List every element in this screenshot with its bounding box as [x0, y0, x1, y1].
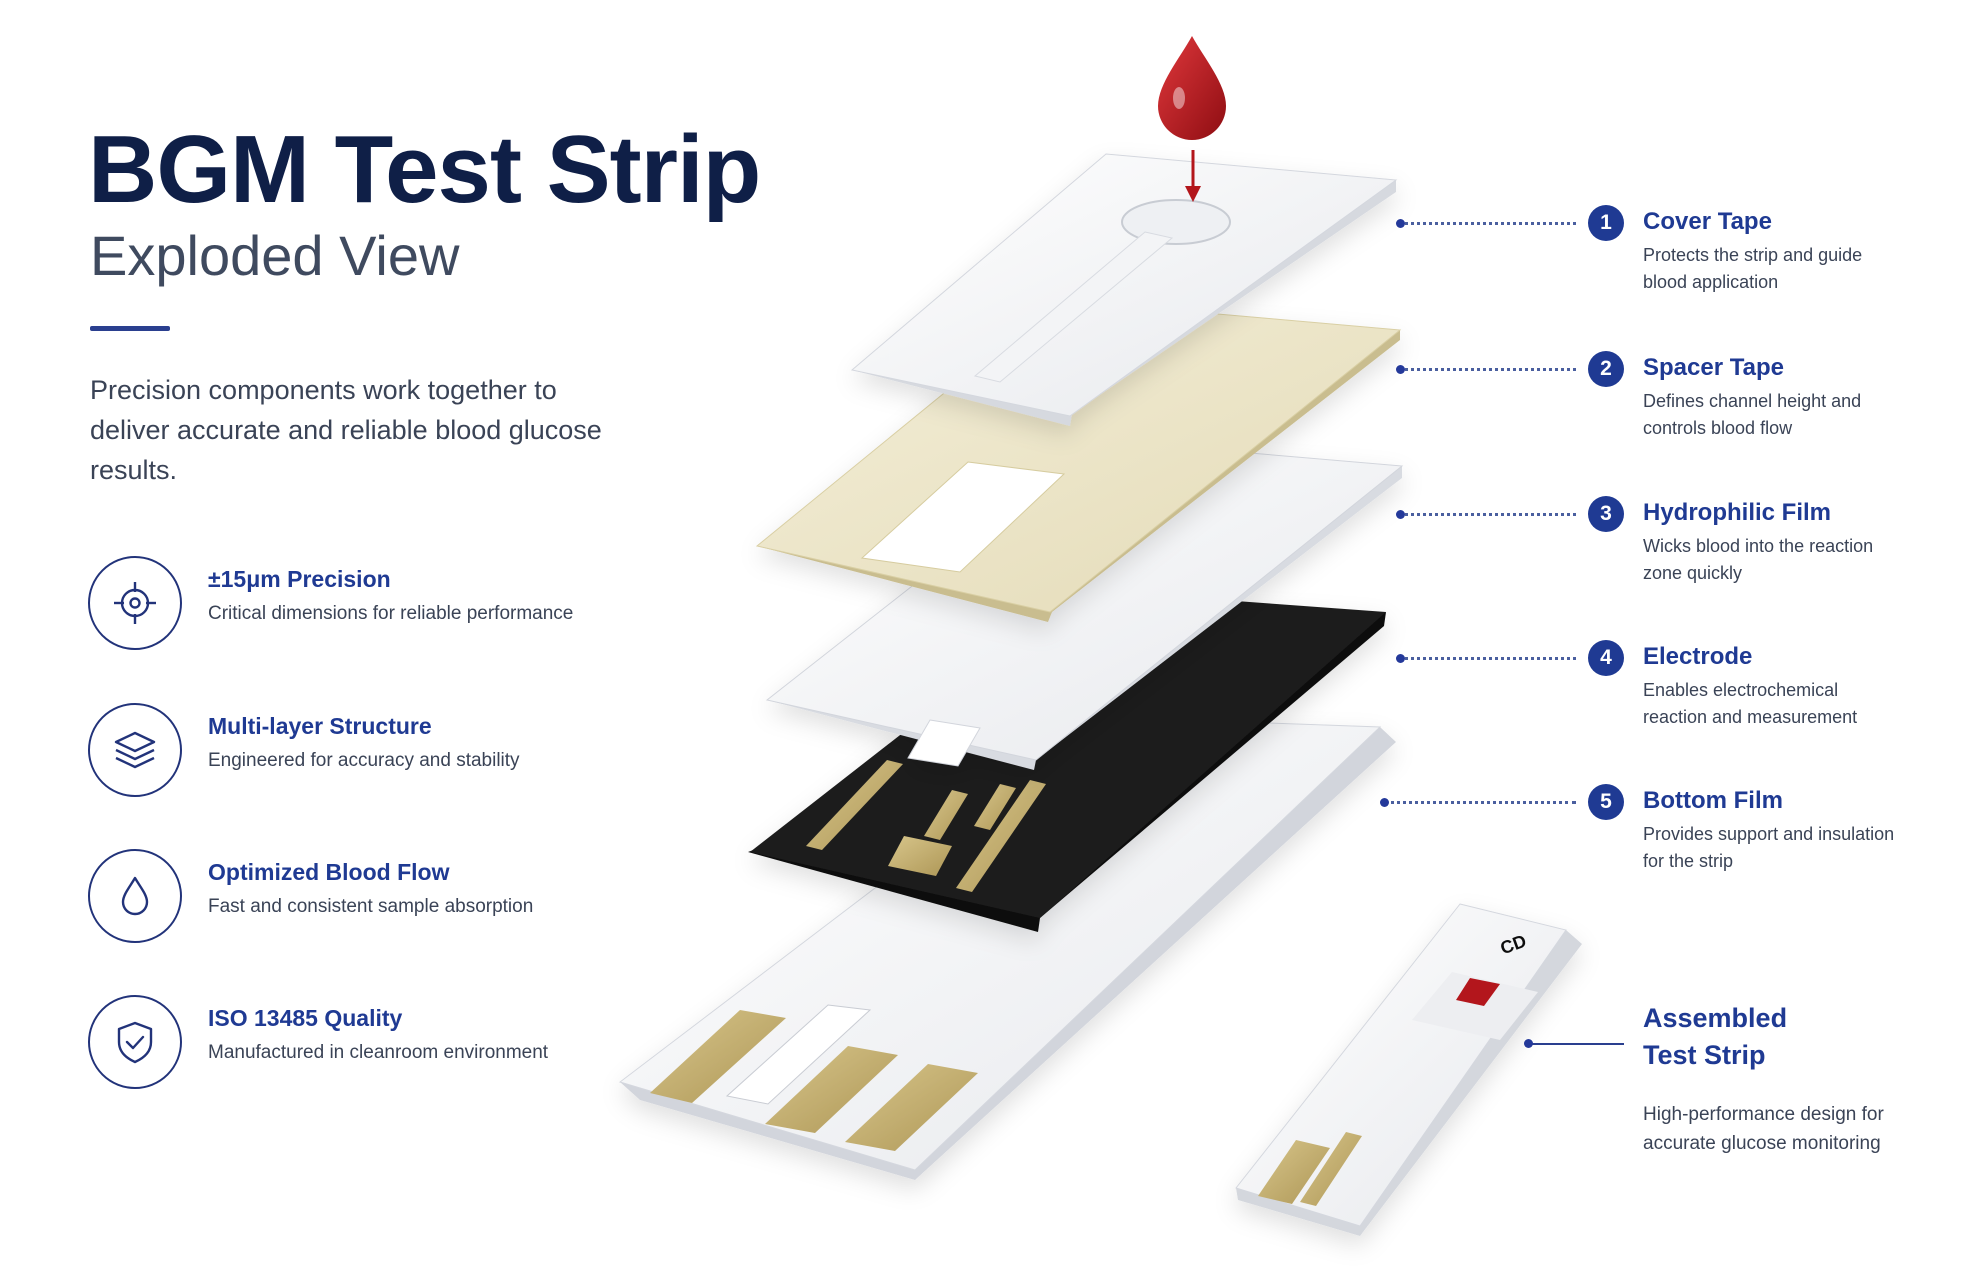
callout-hydrophilic-film: 3 Hydrophilic Film Wicks blood into the …: [1396, 493, 1920, 593]
feature-description: Fast and consistent sample absorption: [208, 896, 534, 917]
layer-description: Defines channel height and controls bloo…: [1643, 391, 1862, 438]
target-crosshair-icon: [88, 556, 182, 650]
assembled-title: Assembled Test Strip: [1643, 1003, 1788, 1070]
feature-description: Manufactured in cleanroom environment: [208, 1042, 549, 1063]
electrode-layer: [748, 590, 1386, 932]
blood-drop-icon: [1158, 36, 1226, 140]
layer-number-badge: 1: [1588, 205, 1624, 241]
callout-bottom-film: 5 Bottom Film Provides support and insul…: [1380, 781, 1904, 881]
feature-title: ISO 13485 Quality: [208, 1005, 403, 1031]
spacer-tape-layer: [755, 299, 1402, 622]
leader-dot: [1396, 510, 1405, 519]
shield-check-icon: [88, 995, 182, 1089]
feature-blood-flow: Optimized Blood Flow Fast and consistent…: [88, 849, 608, 949]
bottom-film-layer: [618, 716, 1396, 1180]
leader-dot: [1380, 798, 1389, 807]
intro-text: Precision components work together to de…: [90, 375, 602, 485]
feature-title: ±15μm Precision: [208, 566, 391, 592]
layer-description: Protects the strip and guide blood appli…: [1643, 245, 1863, 292]
callout-cover-tape: 1 Cover Tape Protects the strip and guid…: [1396, 202, 1920, 302]
assembled-description: High-performance design for accurate glu…: [1643, 1104, 1884, 1154]
feature-precision: ±15μm Precision Critical dimensions for …: [88, 556, 608, 656]
callout-electrode: 4 Electrode Enables electrochemical reac…: [1396, 637, 1920, 737]
droplet-icon: [88, 849, 182, 943]
leader-line: [1400, 222, 1576, 225]
feature-title: Multi-layer Structure: [208, 713, 432, 739]
layer-title: Hydrophilic Film: [1643, 499, 1832, 526]
feature-description: Critical dimensions for reliable perform…: [208, 603, 574, 624]
cover-tape-layer: [850, 153, 1398, 426]
feature-title: Optimized Blood Flow: [208, 859, 450, 885]
leader-line: [1400, 513, 1576, 516]
layers-icon: [88, 703, 182, 797]
leader-line: [1400, 657, 1576, 660]
leader-dot: [1396, 654, 1405, 663]
callout-assembled-strip: Assembled Test Strip High-performance de…: [1643, 1000, 1981, 1158]
layer-title: Bottom Film: [1643, 787, 1783, 814]
page-title: BGM Test Strip: [88, 116, 761, 223]
layer-description: Provides support and insulation for the …: [1643, 824, 1895, 871]
callout-spacer-tape: 2 Spacer Tape Defines channel height and…: [1396, 348, 1920, 448]
feature-description: Engineered for accuracy and stability: [208, 750, 520, 771]
page-subtitle: Exploded View: [90, 224, 460, 287]
blood-application-arrow: [1185, 150, 1201, 202]
layer-number-badge: 3: [1588, 496, 1624, 532]
hydrophilic-film-layer: [765, 439, 1404, 770]
layer-description: Wicks blood into the reaction zone quick…: [1643, 536, 1874, 583]
leader-line: [1400, 368, 1576, 371]
leader-line: [1384, 801, 1576, 804]
layer-title: Cover Tape: [1643, 208, 1772, 235]
feature-multilayer: Multi-layer Structure Engineered for acc…: [88, 703, 608, 803]
layer-description: Enables electrochemical reaction and mea…: [1643, 680, 1858, 727]
assembled-leader-line: [1528, 1043, 1624, 1045]
feature-iso-quality: ISO 13485 Quality Manufactured in cleanr…: [88, 995, 608, 1095]
layer-number-badge: 2: [1588, 351, 1624, 387]
accent-divider: [90, 326, 170, 331]
leader-dot: [1396, 219, 1405, 228]
assembled-strip-illustration: CD: [1235, 903, 1582, 1236]
assembled-leader-dot: [1524, 1039, 1533, 1048]
layer-number-badge: 5: [1588, 784, 1624, 820]
leader-dot: [1396, 365, 1405, 374]
layer-number-badge: 4: [1588, 640, 1624, 676]
layer-title: Electrode: [1643, 643, 1753, 670]
layer-title: Spacer Tape: [1643, 354, 1784, 381]
